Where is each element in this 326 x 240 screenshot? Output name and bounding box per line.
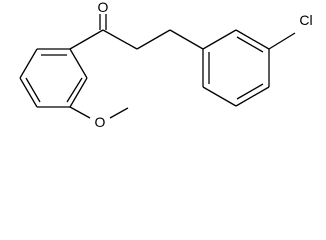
structure-diagram: O Cl O	[19, 0, 313, 130]
carbonyl-group	[70, 49, 120, 78]
bond	[235, 29, 270, 50]
bond	[202, 86, 237, 107]
bond	[19, 48, 38, 79]
bond-ch2-ring	[169, 29, 204, 50]
bond	[69, 48, 88, 79]
double-bond-inner	[66, 77, 83, 103]
chain-bonds	[69, 14, 204, 50]
bond-carbonyl-ch2	[102, 29, 138, 50]
left-benzene-ring	[19, 48, 88, 108]
double-bond-inner	[25, 77, 41, 103]
double-bond-inner	[236, 36, 264, 53]
bond-ch2-ch2	[136, 29, 171, 50]
bond-oxygen-methyl	[109, 107, 129, 119]
right-benzene-ring	[202, 29, 296, 107]
bond	[202, 29, 237, 50]
bond	[19, 77, 38, 108]
bond-ring-carbonyl	[69, 29, 104, 50]
carbonyl-oxygen-label: O	[98, 0, 109, 15]
methoxy-group	[69, 106, 129, 119]
double-bond-inner	[236, 83, 264, 100]
chlorine-label: Cl	[299, 12, 312, 28]
methoxy-oxygen-label: O	[95, 114, 106, 130]
bond-ring-oxygen	[69, 106, 91, 119]
chemical-structure-svg: O Cl O	[19, 0, 313, 130]
bond	[69, 77, 88, 108]
bond	[235, 86, 270, 107]
bond-ring-chlorine	[268, 32, 296, 50]
